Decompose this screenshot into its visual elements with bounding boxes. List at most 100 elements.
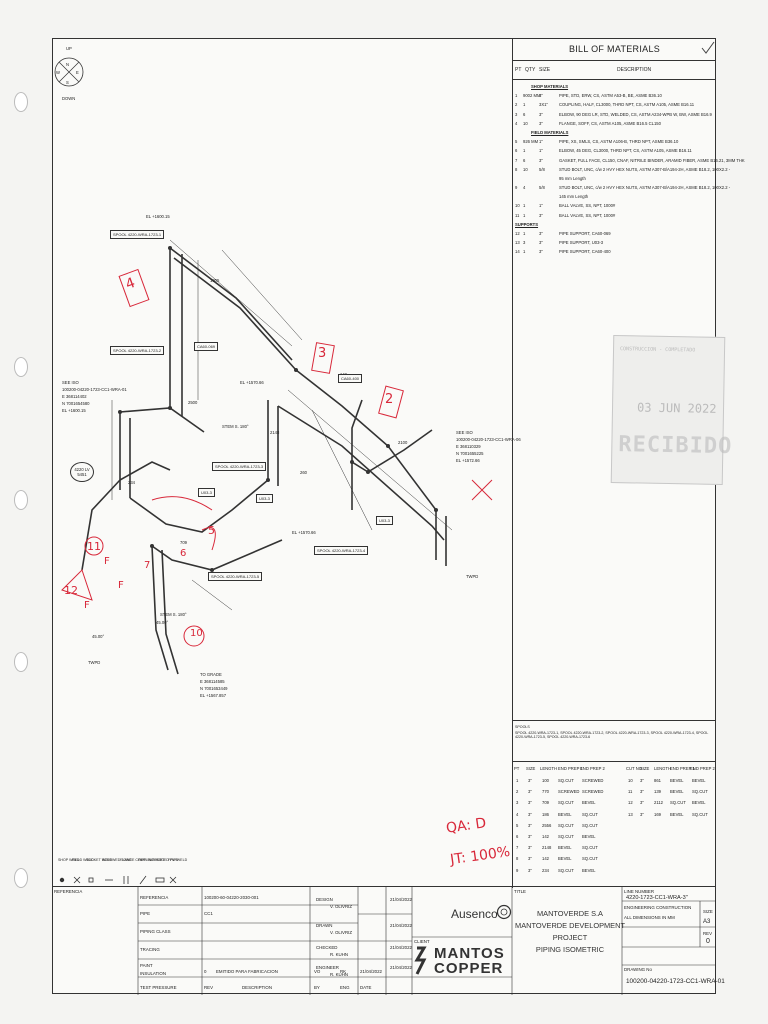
- drawn-date: 21/04/2022: [390, 923, 412, 928]
- project-line-2: MANTOVERDE DEVELOPMENT PROJECT: [515, 921, 625, 942]
- twpd-label: TWPD: [88, 660, 101, 665]
- to-grade: TO GRADE: [200, 672, 222, 677]
- stamp-word: RECIBIDO: [618, 432, 733, 460]
- dimension: 709: [180, 540, 187, 545]
- spool-label-3: SPOOL 4220-WRA-1723-3: [212, 462, 267, 471]
- info-label: PIPE: [140, 911, 151, 916]
- markup-number: 12: [64, 584, 78, 597]
- copper-text: COPPER: [434, 960, 504, 977]
- dimension: 234: [128, 480, 135, 485]
- design-label: DESIGN: [316, 897, 333, 902]
- support-tag: CA60-400: [338, 374, 363, 383]
- markup-number: 11: [87, 540, 101, 553]
- support-tag: U03-3: [376, 516, 393, 525]
- bom-header-desc: DESCRIPTION: [617, 67, 652, 73]
- see-iso-right: SEE ISO: [456, 430, 473, 435]
- spools-list: SPOOL 4220-WRA-1723-1, SPOOL 4220-WRA-17…: [515, 731, 709, 739]
- info-label: REFERENCIA: [54, 889, 83, 894]
- coord-e1: E 368114402: [62, 394, 87, 399]
- bom-section-shop: SHOP MATERIALS: [531, 84, 569, 89]
- isometric-drawing: [61, 239, 493, 675]
- revision-row-chk: RK: [340, 969, 347, 974]
- instrument-tag: 4220 LV 5451: [70, 462, 94, 482]
- rev-value: 0: [706, 938, 710, 945]
- revision-header-desc: DESCRIPTION: [242, 985, 273, 990]
- markup-number: 6: [180, 548, 187, 559]
- info-label: REFERENCIA: [140, 895, 169, 900]
- bom-header-size: SIZE: [539, 67, 551, 73]
- engineer-name: R. KUHN: [330, 972, 349, 977]
- checked-label: CHECKED: [316, 945, 338, 950]
- see-iso-left-ref: 100200-04220-1723-CC1-WRA-01: [62, 387, 127, 392]
- size-label: SIZE: [703, 909, 713, 914]
- stem-label-2: STEM S. 180°: [222, 424, 249, 429]
- info-label: TRACING: [140, 947, 160, 952]
- markup-number: 2: [385, 392, 394, 407]
- elevation-top: EL +1600.15: [146, 214, 170, 219]
- client-label: CLIENT: [414, 939, 430, 944]
- angle-1: 45.00°: [92, 634, 105, 639]
- title-label: TITLE: [514, 889, 526, 894]
- elevation-left: EL +1600.15: [62, 408, 86, 413]
- coord-n1: N 7001654580: [62, 401, 90, 406]
- line-number-label: LINE NUMBER: [624, 889, 655, 894]
- legend-symbols: [59, 875, 177, 885]
- info-label: INSULATION: [140, 971, 167, 976]
- engineer-date: 21/04/2022: [390, 965, 412, 970]
- spools-block: SPOOLS SPOOL 4220-WRA-1723-1, SPOOL 4220…: [512, 720, 716, 888]
- elevation-mid: EL +1570.66: [240, 380, 264, 385]
- drawn-name: V. OLIVRIZ: [330, 930, 353, 935]
- received-stamp: CONSTRUCCION - COMPLETADO 03 JUN 2022 RE…: [610, 335, 733, 485]
- revision-header-rev: REV: [204, 985, 214, 990]
- drawn-label: DRAWN: [316, 923, 333, 928]
- ausenco-logo: Ausenco: [451, 907, 498, 921]
- markup-number: 5: [208, 524, 215, 537]
- title-block: REFERENCIA REFERENCIA 100200-60-04220-20…: [52, 886, 725, 995]
- info-value: 100200-60-04220-2030-001: [204, 895, 259, 900]
- support-tag: U03-3: [198, 488, 215, 497]
- mantos-copper-logo-icon: [414, 946, 427, 975]
- markup-number: 3: [318, 346, 327, 361]
- mantos-copper-logo: MANTOS COPPER: [434, 946, 505, 976]
- bom-header-pt: PT: [515, 67, 522, 73]
- elevation-grade: EL +1567.857: [200, 693, 227, 698]
- coord-n2: N 7001655225: [456, 451, 484, 456]
- revision-header-eng: ENG: [340, 985, 350, 990]
- info-value: CC1: [204, 911, 213, 916]
- info-label: TEST PRESSURE: [140, 985, 177, 990]
- coord-e2: E 368110329: [456, 444, 481, 449]
- revision-row-by: VO: [314, 969, 321, 974]
- binder-hole: [14, 92, 28, 112]
- mantos-text: MANTOS: [434, 945, 505, 962]
- title-block-grid: [137, 887, 716, 995]
- bom-header-qty: QTY: [525, 67, 536, 73]
- markup-field-weld: F: [84, 600, 90, 611]
- bom-row: 145 mm Length: [559, 194, 589, 200]
- north-e: E: [76, 70, 79, 75]
- drawing-number: 100200-04220-1723-CC1-WRA-01: [626, 978, 725, 985]
- markup-number: 7: [144, 560, 151, 571]
- bill-of-materials: BILL OF MATERIALS PT QTY SIZE DESCRIPTIO…: [512, 38, 745, 738]
- spool-label-5: SPOOL 4220-WRA-1723-5: [208, 572, 263, 581]
- north-n: N: [66, 62, 70, 67]
- revision-header-by: BY: [314, 985, 320, 990]
- stamp-line1: CONSTRUCCION - COMPLETADO: [620, 346, 696, 354]
- subtitle: ENGINEERING CONSTRUCTION: [624, 905, 692, 910]
- spool-label-4: SPOOL 4220-WRA-1723-4: [314, 546, 369, 555]
- checker-name: R. KUHN: [330, 952, 349, 957]
- support-tag: CA60-069: [194, 342, 219, 351]
- revision-row-desc: EMITIDO PARA FABRICACION: [216, 969, 278, 974]
- bom-section-supports: SUPPORTS: [515, 221, 539, 227]
- dimension: 1905: [210, 278, 220, 283]
- bom-header: PT QTY SIZE DESCRIPTION: [513, 61, 716, 80]
